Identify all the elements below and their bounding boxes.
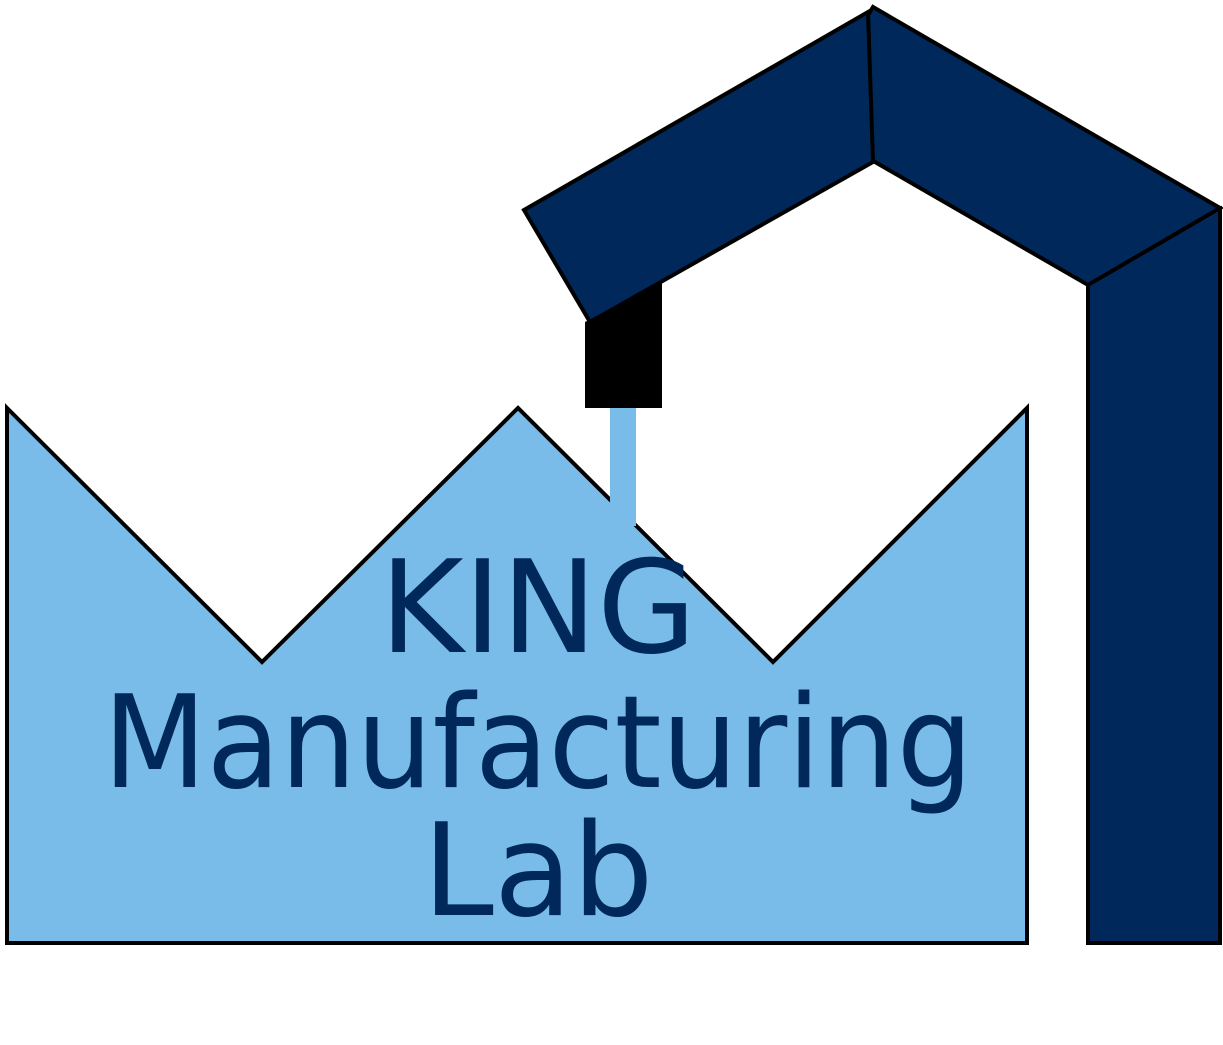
- logo-text-group: KING Manufacturing Lab: [103, 534, 973, 946]
- logo-line-manufacturing: Manufacturing: [103, 669, 973, 818]
- extrusion-stream: [610, 408, 636, 526]
- print-nozzle-icon: [585, 282, 662, 526]
- factory-crown-icon: [5, 403, 1029, 945]
- robot-arm-icon: [521, 4, 1223, 945]
- logo-line-king: KING: [380, 534, 697, 683]
- logo-line-lab: Lab: [423, 797, 654, 946]
